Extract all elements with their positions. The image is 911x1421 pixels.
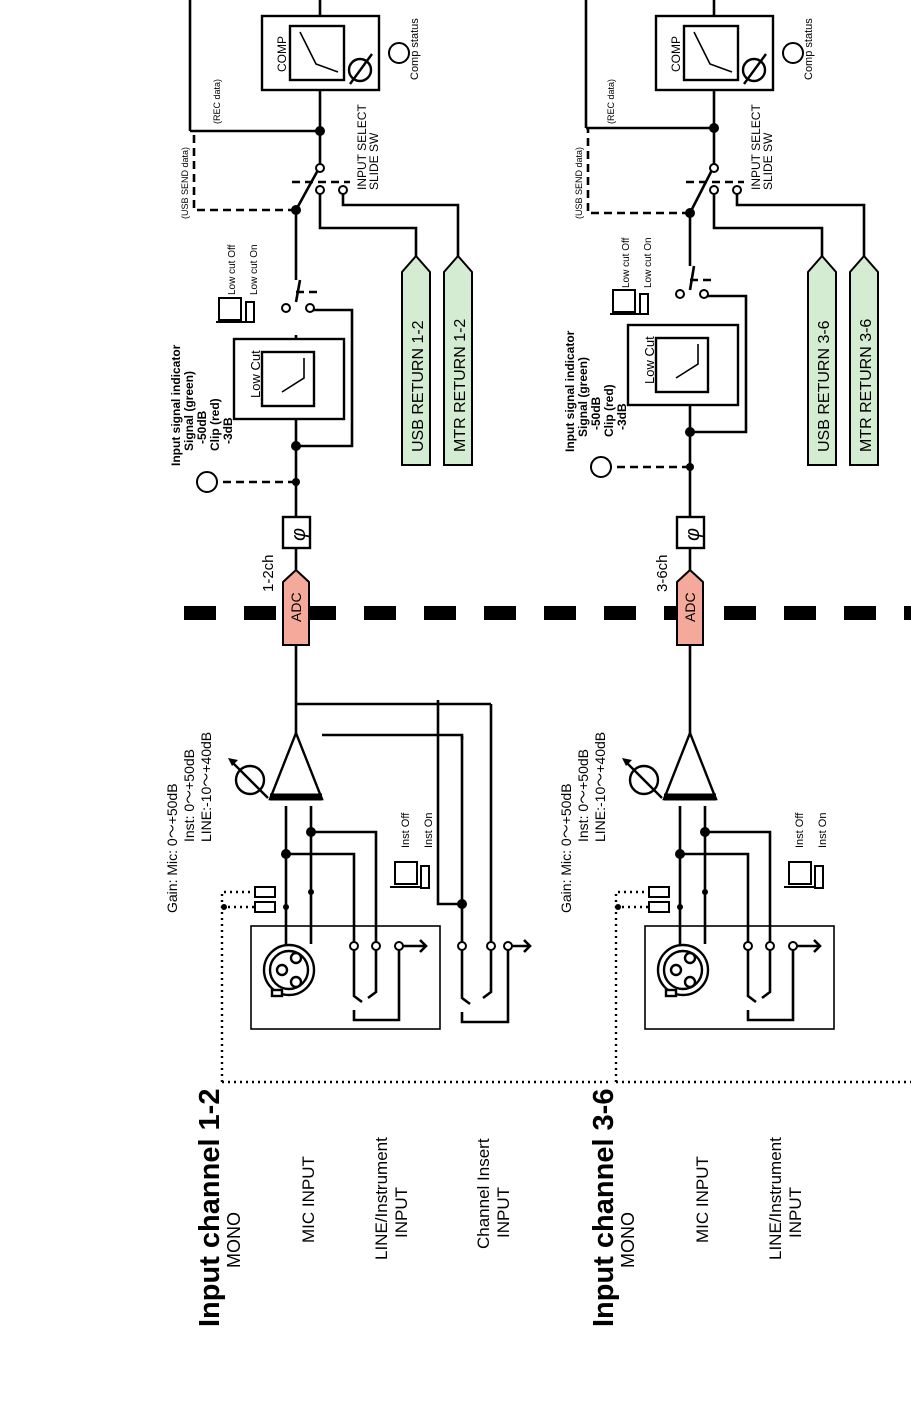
indicator-label: Input signal indicator xyxy=(169,344,183,466)
input-label: MIC INPUT xyxy=(693,1156,712,1243)
low-cut-switch-label: Low cut Off xyxy=(621,237,632,288)
low-cut-label: Low Cut xyxy=(248,350,263,398)
phantom-switch xyxy=(648,886,670,898)
section-channel-1-2: ADC 1-2ch φ Low Cut xyxy=(164,0,611,1327)
phase-block xyxy=(675,515,706,550)
section-subtitle: MONO xyxy=(224,1212,244,1268)
phantom-switch xyxy=(648,901,670,913)
indicator-label: -50dB xyxy=(195,410,209,444)
low-cut-switch-label: Low cut Off xyxy=(227,244,238,295)
adc-label: ADC xyxy=(682,592,698,622)
section-channel-3-6: ADC 3-6ch φ Low Cut xyxy=(558,0,911,1327)
input-label: LINE/Instrument xyxy=(766,1137,785,1260)
select-label: SLIDE SW xyxy=(367,132,381,190)
phantom-switch xyxy=(254,901,276,913)
adc-block xyxy=(676,568,704,646)
input-label: Channel Insert xyxy=(474,1138,493,1249)
xlr-icon xyxy=(656,943,710,998)
comp-status-label: Comp status xyxy=(409,18,421,80)
gain-label: LINE:-10～+40dB xyxy=(592,732,608,842)
input-label: INPUT xyxy=(786,1187,805,1238)
input-label: INPUT xyxy=(392,1187,411,1238)
channel-label: 1-2ch xyxy=(260,554,277,592)
input-label: MIC INPUT xyxy=(299,1156,318,1243)
gain-label: Gain: Mic: 0～+50dB xyxy=(558,783,574,913)
select-label: SLIDE SW xyxy=(761,132,775,190)
comp-status-icon xyxy=(782,42,804,64)
inst-label: Inst Off xyxy=(794,812,806,848)
mtr-return-label: MTR RETURN 3-6 xyxy=(858,319,875,452)
inst-label: Inst Off xyxy=(400,812,412,848)
usb-return-block xyxy=(401,254,431,466)
usb-return-block xyxy=(807,254,837,466)
section-subtitle: MONO xyxy=(618,1212,638,1268)
select-label: INPUT SELECT xyxy=(355,104,369,190)
low-cut-switch-label: Low cut On xyxy=(249,244,260,295)
comp-status-icon xyxy=(388,42,410,64)
usb-send-label: (USB SEND data) xyxy=(180,147,190,219)
preamp-icon xyxy=(662,729,718,801)
inst-label: Inst On xyxy=(423,813,435,848)
inst-switch-icon xyxy=(390,861,430,889)
trs-jack-icon xyxy=(746,950,757,1004)
gain-label: Gain: Mic: 0～+50dB xyxy=(164,783,180,913)
select-label: INPUT SELECT xyxy=(749,104,763,190)
inst-label: Inst On xyxy=(817,813,829,848)
indicator-label: Signal (green) xyxy=(576,357,590,437)
indicator-label: Signal (green) xyxy=(182,371,196,451)
usb-send-label: (USB SEND data) xyxy=(574,147,584,219)
gain-label: Inst: 0～+50dB xyxy=(575,749,591,842)
phase-icon xyxy=(347,53,373,85)
preamp-icon xyxy=(268,729,324,801)
section-title: Input channel 1-2 xyxy=(194,1089,226,1327)
indicator-label: Clip (red) xyxy=(208,398,222,451)
inst-switch-icon xyxy=(784,861,824,889)
low-cut-switch-icon xyxy=(216,297,255,323)
mtr-return-label: MTR RETURN 1-2 xyxy=(452,319,469,452)
indicator-label: Clip (red) xyxy=(602,384,616,437)
phase-icon xyxy=(741,53,767,85)
input-label: LINE/Instrument xyxy=(372,1137,391,1260)
trs-jack-icon xyxy=(352,950,363,1004)
xlr-icon xyxy=(262,943,316,998)
adc-label: ADC xyxy=(288,592,304,622)
signal-indicator-icon xyxy=(590,456,612,478)
phase-label: φ xyxy=(682,528,704,541)
low-cut-switch-label: Low cut On xyxy=(643,237,654,288)
phantom-switch xyxy=(254,886,276,898)
gain-knob-icon xyxy=(228,758,269,799)
low-cut-switch-icon xyxy=(610,289,649,315)
channel-label: 3-6ch xyxy=(654,554,671,592)
usb-return-label: USB RETURN 3-6 xyxy=(816,320,833,452)
comp-label: COMP xyxy=(669,36,683,72)
rec-label: (REC data) xyxy=(212,79,222,124)
gain-label: Inst: 0～+50dB xyxy=(181,749,197,842)
comp-label: COMP xyxy=(275,36,289,72)
rec-label: (REC data) xyxy=(606,79,616,124)
gain-knob-icon xyxy=(622,758,663,799)
input-label: INPUT xyxy=(494,1187,513,1238)
usb-return-label: USB RETURN 1-2 xyxy=(410,320,427,452)
phase-label: φ xyxy=(288,528,310,541)
indicator-label: -3dB xyxy=(221,417,235,444)
signal-indicator-icon xyxy=(196,471,218,493)
jack-panel xyxy=(250,925,441,1030)
adc-block xyxy=(282,568,310,646)
comp-status-label: Comp status xyxy=(803,18,815,80)
indicator-label: Input signal indicator xyxy=(563,330,577,452)
mtr-return-block xyxy=(849,254,879,466)
indicator-label: -50dB xyxy=(589,396,603,430)
low-cut-label: Low Cut xyxy=(642,336,657,384)
gain-label: LINE:-10～+40dB xyxy=(198,732,214,842)
section-title: Input channel 3-6 xyxy=(588,1089,620,1327)
indicator-label: -3dB xyxy=(615,403,629,430)
mtr-return-block xyxy=(443,254,473,466)
